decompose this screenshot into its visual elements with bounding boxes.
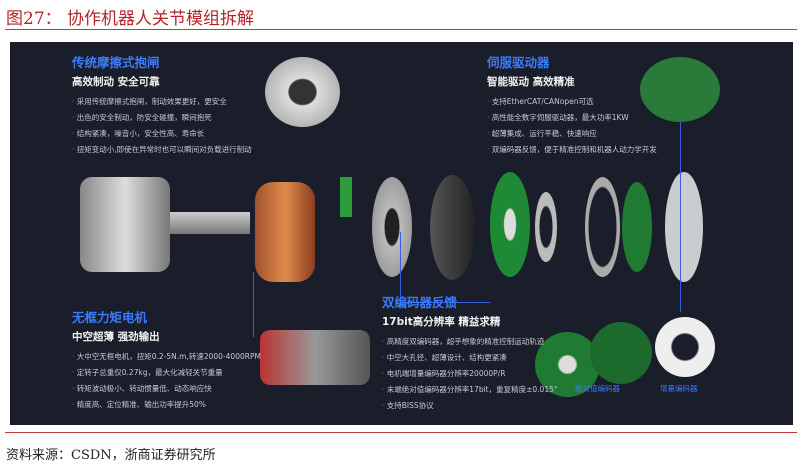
incremental-encoder (655, 317, 715, 377)
encoder-subtitle: 17bit高分辨率 精益求精 (382, 316, 501, 328)
list-item: 大中空无框电机，扭矩0.2-5N.m,转速2000-4000RPM (72, 349, 261, 365)
servo-block: 伺服驱动器 智能驱动 高效精准 支持EtherCAT/CANopen可选高性能全… (487, 52, 657, 158)
incremental-encoder-label: 增量编码器 (660, 384, 698, 393)
list-item: 出色的安全制动，防安全碰撞，瞬间抱死 (72, 110, 252, 126)
servo-subtitle: 智能驱动 高效精准 (487, 76, 575, 88)
ring-part (585, 177, 620, 277)
board-part (340, 177, 352, 217)
connector-line (400, 232, 401, 302)
encoder-disc-part (490, 172, 530, 277)
shaft-part (170, 212, 250, 234)
figure-source: 资料来源：CSDN，浙商证券研究所 (6, 448, 216, 463)
list-item: 转矩波动极小、转动惯量低、动态响应快 (72, 381, 261, 397)
servo-title: 伺服驱动器 (487, 55, 550, 70)
list-item: 扭矩变动小,即使在异常时也可以瞬间对负载进行制动 (72, 142, 252, 158)
list-item: 双编码器反馈，便于精准控制和机器人动力学开发 (487, 142, 657, 158)
housing-part (430, 175, 475, 280)
motor-set-image (260, 330, 370, 385)
connector-line (680, 122, 681, 312)
stator-part (255, 182, 315, 282)
list-item: 电机端增量编码器分辨率20000P/R (382, 366, 558, 382)
absolute-encoder-label: 绝对值编码器 (575, 384, 620, 393)
motor-title: 无框力矩电机 (72, 310, 148, 325)
list-item: 采用传统摩擦式抱闸，制动效果更好，更安全 (72, 94, 252, 110)
list-item: 精度高、定位精准、输出功率提升50% (72, 397, 261, 413)
brake-subtitle: 高效制动 安全可靠 (72, 76, 160, 88)
list-item: 高性能全数字伺服驱动器，最大功率1KW (487, 110, 657, 126)
ring-part (535, 192, 557, 262)
exploded-view-panel: 绝对值编码器 增量编码器 传统摩擦式抱闸 高效制动 安全可靠 采用传统摩擦式抱闸… (10, 42, 793, 425)
list-item: 定转子总重仅0.27kg，最大化减轻关节重量 (72, 365, 261, 381)
source-rule (5, 432, 797, 433)
encoder-title: 双编码器反馈 (382, 295, 458, 310)
connector-line (400, 302, 490, 303)
absolute-encoder-board (590, 322, 652, 384)
pcb-part (622, 182, 652, 272)
list-item: 中空大孔径、超薄设计、结构更紧凑 (382, 350, 558, 366)
list-item: 末端绝对值编码器分辨率17bit，重复精度±0.015° (382, 382, 558, 398)
list-item: 结构紧凑，噪音小，安全性高、寿命长 (72, 126, 252, 142)
encoder-block: 双编码器反馈 17bit高分辨率 精益求精 高精度双编码器，超乎想象的精准控制运… (382, 292, 558, 414)
title-rule (5, 29, 797, 30)
list-item: 支持BISS协议 (382, 398, 558, 414)
reducer-part (80, 177, 170, 272)
driver-pcb-part (665, 172, 703, 282)
list-item: 超薄集成、运行平稳、快速响应 (487, 126, 657, 142)
list-item: 支持EtherCAT/CANopen可选 (487, 94, 657, 110)
brake-part (372, 177, 412, 277)
connector-line (253, 272, 254, 337)
motor-block: 无框力矩电机 中空超薄 强劲输出 大中空无框电机，扭矩0.2-5N.m,转速20… (72, 307, 261, 413)
motor-subtitle: 中空超薄 强劲输出 (72, 331, 160, 343)
figure-title: 图27： 协作机器人关节模组拆解 (6, 9, 255, 29)
brake-block: 传统摩擦式抱闸 高效制动 安全可靠 采用传统摩擦式抱闸，制动效果更好，更安全出色… (72, 52, 252, 158)
brake-disc-top (265, 57, 340, 127)
list-item: 高精度双编码器，超乎想象的精准控制运动轨迹 (382, 334, 558, 350)
brake-title: 传统摩擦式抱闸 (72, 55, 160, 70)
